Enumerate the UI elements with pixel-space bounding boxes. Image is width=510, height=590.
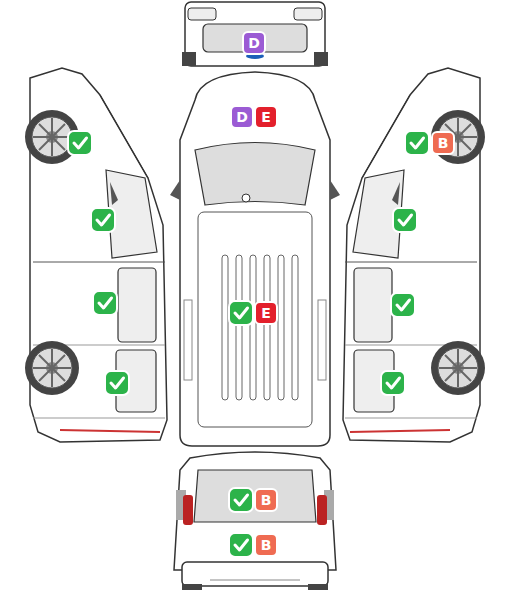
rear-view [174, 452, 336, 590]
badge-letter: B [261, 538, 272, 552]
letter-badge: B [431, 131, 455, 155]
letter-badge: D [242, 31, 266, 55]
top-view [170, 72, 340, 446]
badge-letter: D [248, 36, 260, 50]
letter-badge: D [230, 105, 254, 129]
letter-badge: B [254, 533, 278, 557]
badge-letter: E [261, 110, 271, 124]
badge-letter: D [236, 110, 248, 124]
letter-badge: E [254, 105, 278, 129]
badge-letter: B [438, 136, 449, 150]
badge-letter: B [261, 493, 272, 507]
front-view [182, 2, 328, 66]
letter-badge: E [254, 301, 278, 325]
letter-badge: B [254, 488, 278, 512]
badge-letter: E [261, 306, 271, 320]
